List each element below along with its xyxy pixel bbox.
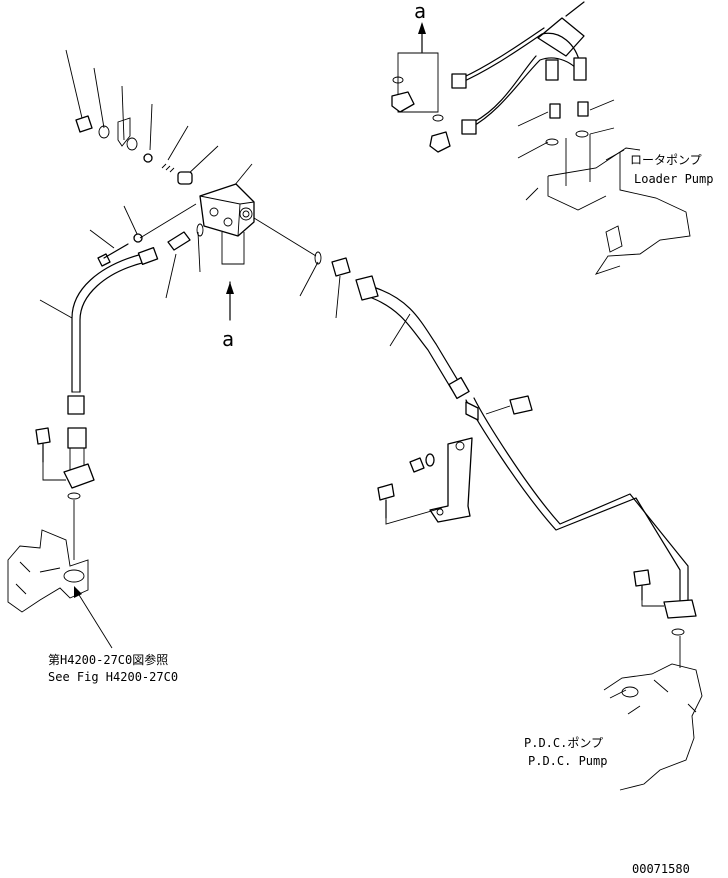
o-ring-adapter xyxy=(196,223,204,237)
pdc-pump-label-jp: P.D.C.ポンプ xyxy=(524,736,603,750)
flange-bolt-left xyxy=(35,427,51,445)
loader-pump-label-en: Loader Pump xyxy=(634,172,713,186)
flange-assembly-left xyxy=(63,427,95,500)
adapter-fitting xyxy=(167,231,191,251)
hose-fitting-1 xyxy=(451,73,467,89)
hose-upper-pair xyxy=(457,27,583,129)
loader-pump xyxy=(525,134,691,275)
flange-bolt-right xyxy=(633,569,651,587)
relief-valve-block xyxy=(199,183,255,265)
elbow-fitting-1 xyxy=(391,91,415,113)
connector-1 xyxy=(549,103,561,119)
hose-left-nut xyxy=(67,395,85,415)
o-ring-small xyxy=(143,153,153,163)
see-fig-label-en: See Fig H4200-27C0 xyxy=(48,670,178,684)
view-a-detail: a xyxy=(391,0,713,275)
mounting-bolt-shank xyxy=(103,243,129,259)
mounting-bolt-head xyxy=(97,253,111,267)
spring xyxy=(161,163,175,173)
exploded-parts-leaders xyxy=(65,49,253,299)
hose-left xyxy=(39,253,147,393)
connector-2 xyxy=(577,101,589,117)
pipe-bracket xyxy=(429,437,473,523)
bracket-nut xyxy=(409,457,425,473)
elbow-fitting-2 xyxy=(429,131,451,153)
view-a-arrow-top xyxy=(418,22,426,53)
drawing-number: 00071580 xyxy=(632,862,690,876)
flange-right xyxy=(663,599,697,619)
hose-fitting-2 xyxy=(461,119,477,135)
pdc-pump xyxy=(603,663,703,791)
plug-bolt xyxy=(75,115,93,133)
poppet xyxy=(177,171,193,185)
see-fig-label-jp: 第H4200-27C0図参照 xyxy=(48,652,168,667)
view-a-plate xyxy=(397,52,439,113)
hose-fitting-3 xyxy=(573,57,587,81)
steel-pipe xyxy=(465,397,689,605)
pump-left xyxy=(7,529,89,613)
washer-2 xyxy=(126,137,138,151)
bracket-washer xyxy=(425,453,435,467)
seal-plate xyxy=(117,117,131,147)
adapter-right xyxy=(331,257,351,277)
hose-right xyxy=(355,275,470,400)
washer-1 xyxy=(98,125,110,139)
o-ring-1 xyxy=(545,138,559,146)
pdc-pump-label-en: P.D.C. Pump xyxy=(528,754,607,768)
view-a-arrow-bottom xyxy=(226,281,234,321)
bolt-washer xyxy=(133,233,143,243)
o-ring-flange-right xyxy=(671,628,685,636)
o-ring-right xyxy=(314,251,322,265)
o-ring-2 xyxy=(575,130,589,138)
hose-left-end-fitting xyxy=(137,246,159,266)
view-a-mark-top: a xyxy=(414,0,426,23)
view-a-mark-bottom: a xyxy=(222,327,234,351)
see-fig-arrow xyxy=(74,586,113,649)
loader-pump-label-jp: ロータポンプ xyxy=(630,153,702,167)
bracket-bolt xyxy=(377,483,395,501)
hose-fitting-4 xyxy=(545,59,559,81)
pipe-connector xyxy=(465,401,479,421)
pipe-cap xyxy=(509,395,533,415)
